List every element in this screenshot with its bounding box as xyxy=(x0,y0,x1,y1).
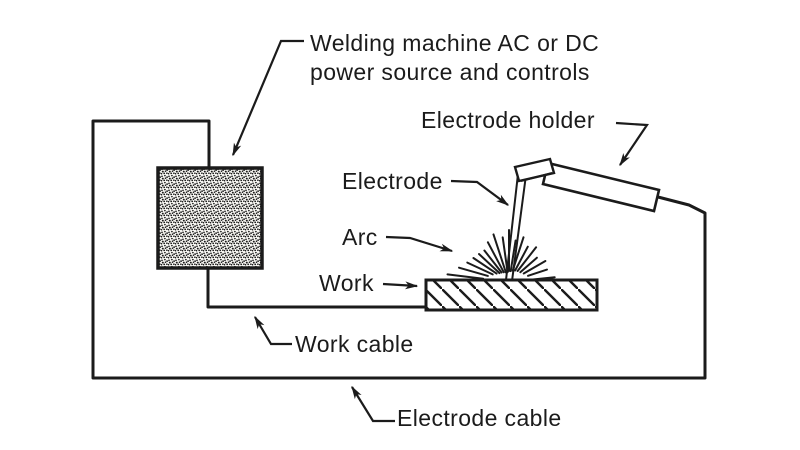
electrode-holder-body xyxy=(541,161,661,213)
arc-ray xyxy=(458,266,489,277)
welding-machine-label-line1: Welding machine AC or DC xyxy=(310,30,600,56)
arc-label: Arc xyxy=(342,224,378,250)
arc-ray xyxy=(486,241,505,274)
arc-rays xyxy=(446,229,556,281)
arc-ray xyxy=(472,257,498,275)
arc-ray xyxy=(516,246,538,272)
electrode-holder-leader-arrow xyxy=(615,121,649,167)
arc-ray xyxy=(527,268,548,277)
electrode-cable-leader-arrow xyxy=(351,385,395,423)
electrode-cable-line xyxy=(91,119,707,380)
work-cable-leader-arrow xyxy=(254,315,292,346)
electrode-holder-jaw xyxy=(513,157,556,183)
arc-ray xyxy=(483,249,503,274)
welding-machine-label-line2: power source and controls xyxy=(310,59,590,85)
leader-arrows xyxy=(231,39,649,423)
arc-leader-arrow xyxy=(385,235,454,253)
arc-ray xyxy=(509,239,517,273)
electrode-leader-arrow xyxy=(450,179,510,206)
arc-ray xyxy=(446,273,485,280)
arc-ray xyxy=(501,236,509,274)
arc-ray xyxy=(514,245,529,272)
welding-machine-box xyxy=(156,166,264,270)
arc-ray xyxy=(492,233,507,274)
electrode-holder xyxy=(513,157,661,213)
machine-leader-arrow xyxy=(231,39,304,157)
work-label: Work xyxy=(319,270,374,296)
arc-ray xyxy=(466,261,494,276)
electrode-holder-jaw-line xyxy=(520,172,553,182)
arc-ray xyxy=(511,236,525,272)
electrode-label: Electrode xyxy=(342,168,443,194)
electrode-holder-label: Electrode holder xyxy=(421,107,595,133)
work-cable-line xyxy=(206,266,428,309)
welding-machine-label: Welding machine AC or DC power source an… xyxy=(310,29,599,87)
arc-ray xyxy=(478,253,501,275)
work-cable-label: Work cable xyxy=(295,331,414,357)
arc-ray xyxy=(522,260,547,275)
workpiece xyxy=(424,278,599,312)
arc-ray xyxy=(519,256,538,274)
work-leader-arrow xyxy=(382,281,419,290)
electrode-cable-label: Electrode cable xyxy=(397,405,562,431)
